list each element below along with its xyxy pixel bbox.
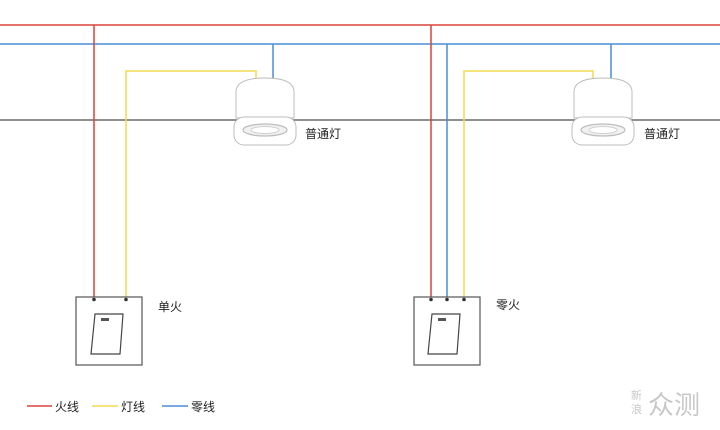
legend-neutral-label: 零线 xyxy=(191,400,215,414)
right-downlight xyxy=(571,77,635,146)
left-lamp-wire xyxy=(125,70,257,298)
right-lamp-wire xyxy=(463,70,594,298)
watermark-brand: 众测 xyxy=(648,391,700,421)
left-switch-label: 单火 xyxy=(158,300,182,314)
left-lamp-label: 普通灯 xyxy=(305,127,341,141)
legend-lamp-label: 灯线 xyxy=(121,400,145,414)
legend-live-label: 火线 xyxy=(55,400,79,414)
watermark-line1: 新 xyxy=(631,388,642,402)
legend: 火线 灯线 零线 xyxy=(27,400,215,414)
left-switch-rocker[interactable] xyxy=(90,313,124,355)
right-switch-rocker[interactable] xyxy=(427,313,461,355)
right-switch[interactable] xyxy=(413,296,481,366)
left-switch[interactable] xyxy=(75,296,143,366)
right-lamp-label: 普通灯 xyxy=(644,127,680,141)
right-switch-label: 零火 xyxy=(496,298,520,312)
watermark-line2: 浪 xyxy=(631,402,642,416)
left-downlight xyxy=(233,77,297,146)
watermark: 新 浪 众测 xyxy=(631,388,700,421)
